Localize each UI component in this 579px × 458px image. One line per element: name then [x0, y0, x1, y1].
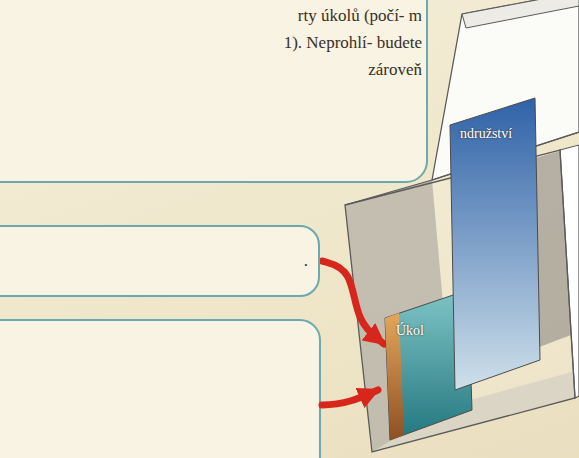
lid-edge — [462, 0, 579, 28]
info-panel: . — [0, 225, 320, 297]
pointer-arrow — [322, 390, 378, 405]
info-panel: rty úkolů (počí- m 1). Neprohlí- budete … — [0, 0, 428, 183]
panel-text: rty úkolů (počí- m 1). Neprohlí- budete … — [282, 2, 422, 83]
box-edge — [345, 180, 432, 205]
card-title: ndružství — [460, 125, 512, 142]
card — [450, 98, 540, 390]
game-card: ndružství — [448, 95, 543, 395]
info-panel — [0, 320, 320, 458]
card-title: Úkol — [396, 322, 424, 339]
panel-text: . — [0, 227, 318, 274]
pointer-arrow — [322, 261, 384, 344]
